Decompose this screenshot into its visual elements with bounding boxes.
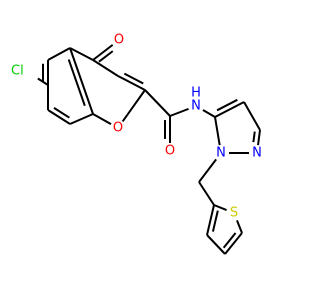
bond-line bbox=[69, 113, 94, 125]
chlorine-atom-label: Cl bbox=[11, 64, 24, 79]
bond-line bbox=[202, 109, 216, 118]
bond-line bbox=[206, 234, 226, 255]
bond-line bbox=[243, 101, 261, 131]
bond-line bbox=[222, 232, 237, 249]
bond-line bbox=[69, 47, 94, 61]
pyrazole-n1-label: N bbox=[216, 146, 226, 161]
bond-line bbox=[92, 44, 114, 61]
bond-line bbox=[53, 107, 70, 119]
ketone-oxygen-label: O bbox=[114, 33, 124, 48]
bond-line bbox=[214, 116, 221, 146]
bond-line bbox=[67, 59, 86, 107]
bond-line bbox=[198, 181, 215, 206]
bond-line bbox=[216, 98, 238, 112]
bond-line bbox=[98, 50, 114, 63]
ring-oxygen-label: O bbox=[113, 121, 123, 136]
bond-line bbox=[92, 113, 112, 125]
bond-line bbox=[92, 59, 119, 77]
thiophene-sulfur-label: S bbox=[230, 206, 238, 221]
bond-line bbox=[47, 109, 71, 125]
bond-line bbox=[144, 89, 171, 117]
bond-line bbox=[252, 131, 256, 143]
pyrazole-n2-label: N bbox=[252, 146, 262, 161]
bond-line bbox=[198, 158, 217, 183]
bond-line bbox=[169, 107, 189, 117]
bond-line bbox=[213, 204, 227, 211]
amide-oxygen-label: O bbox=[165, 144, 175, 159]
bond-line bbox=[214, 101, 245, 118]
bond-line bbox=[211, 210, 219, 232]
bond-line bbox=[69, 47, 94, 115]
bond-line bbox=[206, 204, 215, 236]
bond-line bbox=[47, 47, 71, 61]
bond-line bbox=[121, 89, 146, 123]
bond-line bbox=[224, 232, 243, 255]
bond-line bbox=[236, 220, 243, 234]
amide-hydrogen-label: H bbox=[191, 86, 201, 101]
bond-line bbox=[257, 129, 261, 146]
amide-nitrogen-label: N bbox=[191, 99, 201, 114]
bond-line bbox=[37, 77, 49, 86]
bond-lines bbox=[37, 44, 261, 255]
bond-line bbox=[117, 75, 146, 91]
bond-line bbox=[123, 72, 144, 85]
molecule-structure: Cl O O O N H N N S bbox=[11, 33, 262, 255]
